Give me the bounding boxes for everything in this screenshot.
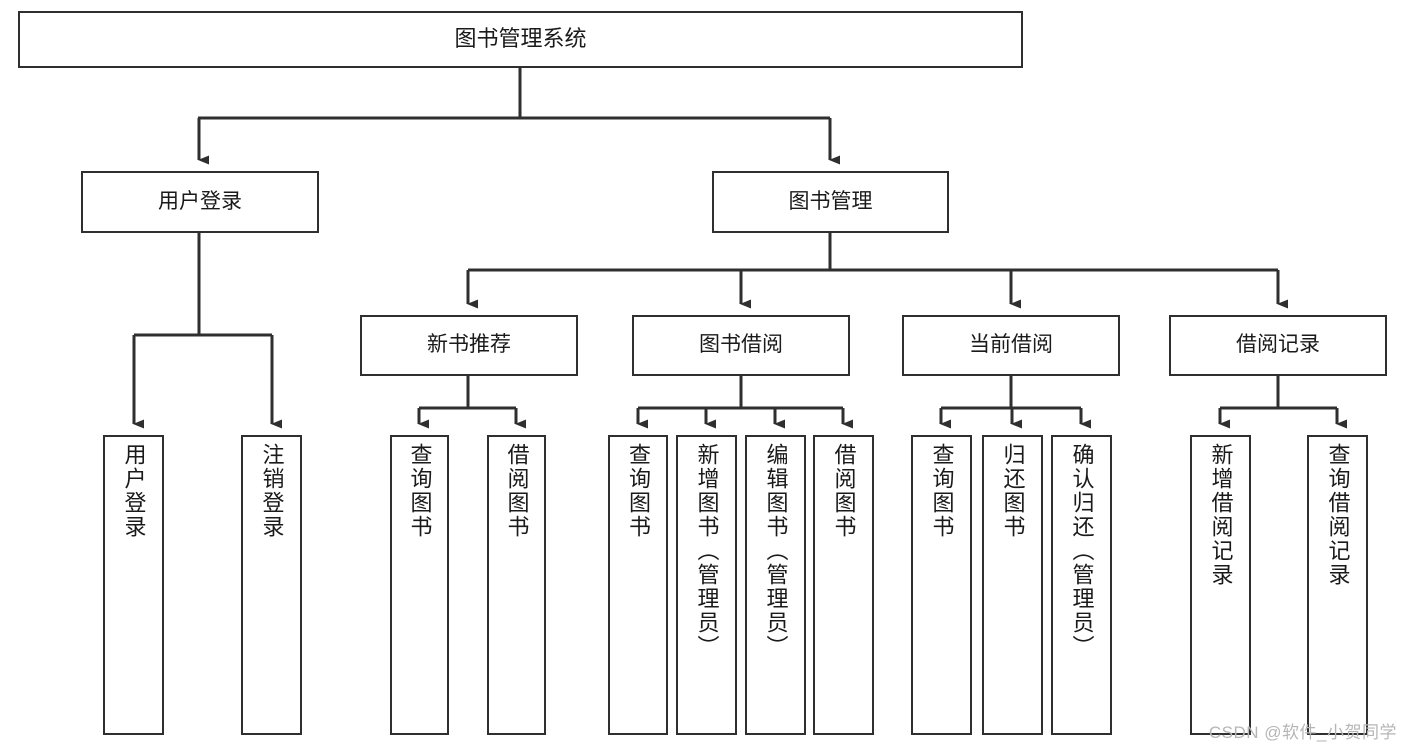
- node-book-borrow-label: 图书借阅: [699, 333, 783, 357]
- node-book-management-label: 图书管理: [788, 189, 873, 213]
- csdn-watermark: CSDN @软件_小贺同学: [1208, 723, 1397, 742]
- node-user-login[interactable]: 用户登录: [81, 171, 319, 233]
- node-user-login-label: 用户登录: [158, 189, 242, 213]
- leaf-borrow-add-book-admin[interactable]: 新增图书（管理员）: [676, 435, 737, 735]
- node-root[interactable]: 图书管理系统: [18, 11, 1023, 68]
- node-new-book-recommend[interactable]: 新书推荐: [360, 315, 578, 376]
- leaf-borrow-borrow-books-label: 借阅图书: [831, 443, 857, 539]
- node-borrow-record[interactable]: 借阅记录: [1169, 315, 1387, 376]
- leaf-current-query-books[interactable]: 查询图书: [911, 435, 972, 735]
- leaf-current-confirm-return-admin[interactable]: 确认归还（管理员）: [1051, 435, 1112, 735]
- leaf-newbook-query-books-label: 查询图书: [407, 443, 433, 539]
- leaf-newbook-borrow-books-label: 借阅图书: [504, 443, 530, 539]
- leaf-borrow-borrow-books[interactable]: 借阅图书: [813, 435, 874, 735]
- leaf-user-logout[interactable]: 注销登录: [241, 435, 302, 735]
- node-current-borrow-label: 当前借阅: [969, 333, 1053, 357]
- leaf-record-query-record[interactable]: 查询借阅记录: [1307, 435, 1368, 735]
- leaf-borrow-add-book-admin-label: 新增图书（管理员）: [694, 443, 720, 659]
- leaf-current-return-books-label: 归还图书: [1000, 443, 1026, 539]
- leaf-newbook-borrow-books[interactable]: 借阅图书: [487, 435, 546, 735]
- leaf-current-confirm-return-admin-label: 确认归还（管理员）: [1069, 443, 1095, 659]
- leaf-current-return-books[interactable]: 归还图书: [982, 435, 1043, 735]
- leaf-current-query-books-label: 查询图书: [929, 443, 955, 539]
- leaf-record-add-record[interactable]: 新增借阅记录: [1190, 435, 1251, 735]
- leaf-borrow-query-books-label: 查询图书: [626, 443, 651, 539]
- node-current-borrow[interactable]: 当前借阅: [902, 315, 1120, 376]
- node-book-management[interactable]: 图书管理: [712, 171, 949, 233]
- leaf-user-login-label: 用户登录: [121, 443, 147, 539]
- leaf-record-query-record-label: 查询借阅记录: [1325, 443, 1351, 587]
- node-new-book-recommend-label: 新书推荐: [427, 333, 511, 357]
- leaf-borrow-edit-book-admin-label: 编辑图书（管理员）: [763, 443, 789, 659]
- node-borrow-record-label: 借阅记录: [1236, 333, 1320, 357]
- node-book-borrow[interactable]: 图书借阅: [632, 315, 850, 376]
- node-root-label: 图书管理系统: [454, 26, 587, 52]
- leaf-borrow-query-books[interactable]: 查询图书: [608, 435, 668, 735]
- leaf-user-logout-label: 注销登录: [259, 443, 285, 539]
- leaf-record-add-record-label: 新增借阅记录: [1208, 443, 1234, 587]
- leaf-user-login[interactable]: 用户登录: [103, 435, 164, 735]
- leaf-borrow-edit-book-admin[interactable]: 编辑图书（管理员）: [745, 435, 806, 735]
- leaf-newbook-query-books[interactable]: 查询图书: [390, 435, 449, 735]
